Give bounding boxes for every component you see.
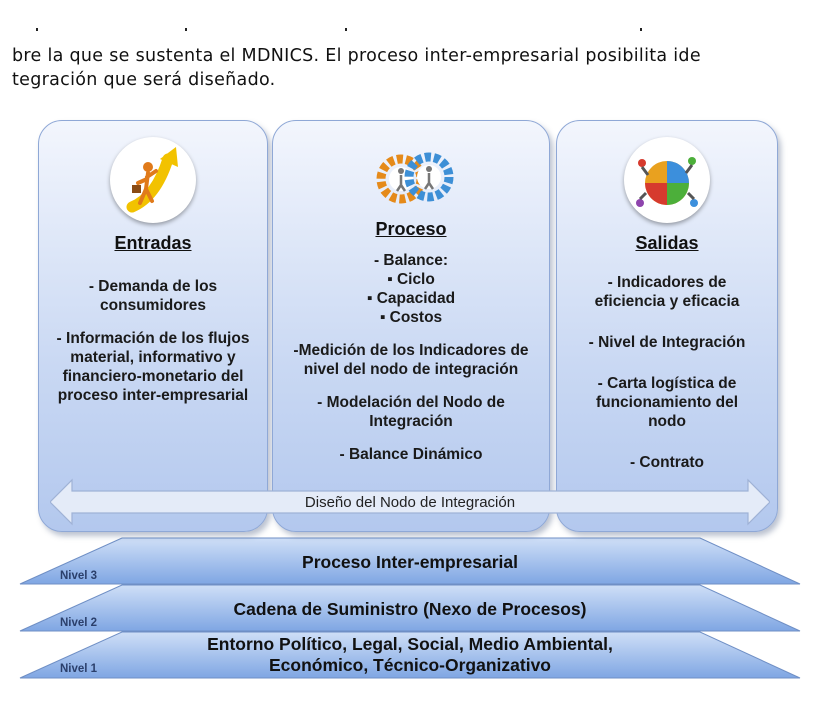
entradas-item-2: - Información de los flujos material, in… bbox=[56, 330, 250, 404]
design-arrow: Diseño del Nodo de Integración bbox=[49, 478, 771, 526]
level-1-text: Entorno Político, Legal, Social, Medio A… bbox=[207, 634, 613, 675]
proceso-balance-capacidad: ▪ Capacidad bbox=[366, 290, 456, 307]
salidas-items: - Indicadores de eficiencia y eficacia -… bbox=[563, 273, 771, 486]
entradas-item-1: - Demanda de los consumidores bbox=[88, 278, 218, 314]
proceso-item-1: -Medición de los Indicadores de nivel de… bbox=[293, 342, 529, 378]
column-title-salidas: Salidas bbox=[635, 233, 699, 253]
person-climbing-arrow-icon bbox=[110, 137, 196, 223]
level-1-layer bbox=[19, 631, 801, 679]
intro-line-1: bre la que se sustenta el MDNICS. El pro… bbox=[12, 46, 701, 66]
gears-with-people-icon bbox=[371, 137, 454, 217]
level-3-text: Proceso Inter-empresarial bbox=[302, 552, 518, 572]
level-3-label: Nivel 3 bbox=[60, 570, 98, 582]
puzzle-people-circle-icon bbox=[624, 137, 710, 223]
intro-line-2: tegración que será diseñado. bbox=[12, 70, 276, 90]
level-2-layer bbox=[19, 584, 801, 632]
level-3-layer bbox=[19, 537, 801, 585]
level-1-label: Nivel 1 bbox=[60, 663, 98, 675]
intro-paragraph: bre la que se sustenta el MDNICS. El pro… bbox=[12, 44, 820, 92]
proceso-item-3: - Balance Dinámico bbox=[339, 446, 483, 463]
salidas-item-2: - Nivel de Integración bbox=[588, 334, 746, 351]
proceso-item-2: - Modelación del Nodo de Integración bbox=[317, 394, 505, 430]
proceso-balance-label: - Balance: bbox=[373, 252, 449, 269]
entradas-items: - Demanda de los consumidores - Informac… bbox=[45, 277, 261, 419]
proceso-items: - Balance: ▪ Ciclo ▪ Capacidad ▪ Costos … bbox=[279, 251, 543, 464]
level-2-label: Nivel 2 bbox=[60, 617, 98, 629]
level-2-text: Cadena de Suministro (Nexo de Procesos) bbox=[233, 599, 587, 619]
proceso-balance-ciclo: ▪ Ciclo bbox=[387, 271, 435, 288]
column-entradas: Entradas - Demanda de los consumidores -… bbox=[38, 120, 268, 532]
column-proceso: Proceso - Balance: ▪ Ciclo ▪ Capacidad ▪… bbox=[272, 120, 550, 532]
arrow-label: Diseño del Nodo de Integración bbox=[304, 494, 516, 511]
column-title-proceso: Proceso bbox=[375, 219, 447, 239]
salidas-item-1: - Indicadores de eficiencia y eficacia bbox=[594, 274, 740, 310]
column-title-entradas: Entradas bbox=[114, 233, 192, 253]
proceso-balance-costos: ▪ Costos bbox=[379, 309, 443, 326]
salidas-item-3: - Carta logística de funcionamiento del … bbox=[595, 375, 739, 430]
column-salidas: Salidas - Indicadores de eficiencia y ef… bbox=[556, 120, 778, 532]
salidas-item-4: - Contrato bbox=[629, 454, 705, 471]
clipped-text-dots bbox=[0, 28, 820, 34]
